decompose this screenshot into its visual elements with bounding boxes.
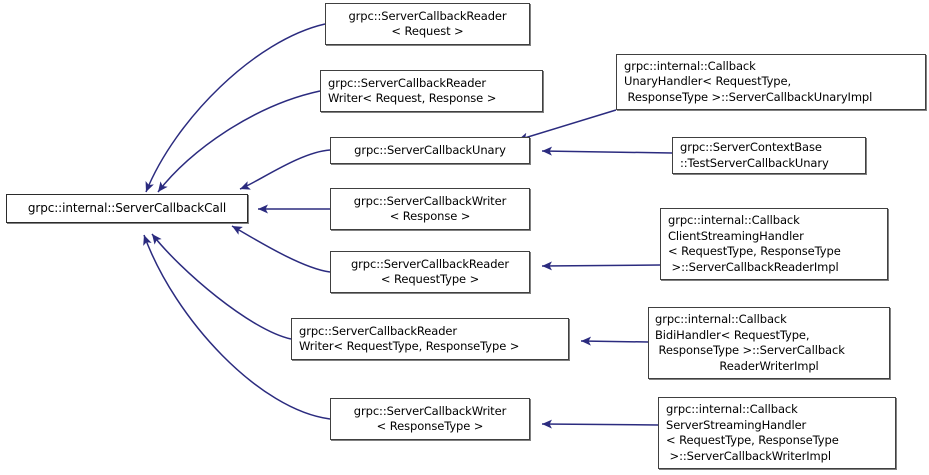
edge-server-streaming-impl-to-writer-responsetype bbox=[541, 419, 659, 429]
edge-unary-to-base bbox=[239, 149, 331, 190]
node-callback-bidi-handler-readerwriter-impl[interactable]: grpc::internal::Callback BidiHandler< Re… bbox=[648, 307, 890, 379]
edge-reader-requesttype-to-base bbox=[231, 225, 331, 273]
edge-readerwriter-request-response-to-base bbox=[157, 90, 321, 193]
node-callback-unary-handler-impl[interactable]: grpc::internal::Callback UnaryHandler< R… bbox=[616, 54, 926, 110]
node-line: Writer< RequestType, ResponseType > bbox=[299, 339, 520, 353]
node-line: ReaderWriterImpl bbox=[719, 358, 819, 373]
node-server-callback-writer-response[interactable]: grpc::ServerCallbackWriter < Response > bbox=[330, 188, 530, 230]
node-server-callback-readerwriter-requesttype-responsetype[interactable]: grpc::ServerCallbackReader Writer< Reque… bbox=[291, 318, 569, 360]
node-server-callback-unary[interactable]: grpc::ServerCallbackUnary bbox=[330, 137, 530, 164]
node-line: >::ServerCallbackWriterImpl bbox=[666, 448, 831, 463]
node-line: ServerStreamingHandler bbox=[666, 417, 807, 432]
node-line: grpc::ServerContextBase bbox=[680, 140, 822, 154]
node-server-callback-reader-request[interactable]: grpc::ServerCallbackReader < Request > bbox=[325, 3, 530, 45]
node-line: < RequestType, ResponseType bbox=[666, 433, 839, 447]
edge-client-streaming-impl-to-reader-requesttype bbox=[541, 261, 661, 271]
node-base-server-callback-call[interactable]: grpc::internal::ServerCallbackCall bbox=[6, 194, 248, 223]
node-line: grpc::ServerCallbackUnary bbox=[354, 142, 506, 157]
node-line: < RequestType > bbox=[380, 272, 480, 286]
node-server-callback-reader-requesttype[interactable]: grpc::ServerCallbackReader < RequestType… bbox=[330, 251, 530, 293]
edge-bidi-impl-to-readerwriter bbox=[580, 336, 649, 346]
node-line: ResponseType >::ServerCallbackUnaryImpl bbox=[624, 89, 873, 104]
node-line: ClientStreamingHandler bbox=[668, 228, 804, 243]
node-line: grpc::internal::Callback bbox=[624, 58, 756, 73]
node-line: Writer< Request, Response > bbox=[328, 91, 497, 105]
node-line: ResponseType >::ServerCallback bbox=[655, 343, 845, 357]
edge-reader-request-to-base bbox=[145, 23, 326, 193]
node-line: < Request > bbox=[391, 24, 464, 38]
node-line: ::TestServerCallbackUnary bbox=[680, 155, 829, 170]
node-line: grpc::ServerCallbackReader bbox=[348, 8, 507, 23]
node-line: < RequestType, ResponseType bbox=[668, 244, 841, 258]
edge-readerwriter-requesttype-responsetype-to-base bbox=[151, 233, 292, 340]
node-line: grpc::ServerCallbackReader bbox=[299, 323, 458, 338]
node-line: grpc::internal::ServerCallbackCall bbox=[27, 200, 227, 215]
node-server-callback-readerwriter-request-response[interactable]: grpc::ServerCallbackReader Writer< Reque… bbox=[320, 70, 543, 112]
node-line: grpc::internal::Callback bbox=[668, 213, 800, 227]
node-server-context-base-test-server-callback-unary[interactable]: grpc::ServerContextBase ::TestServerCall… bbox=[672, 137, 866, 174]
node-callback-server-streaming-handler-writer-impl[interactable]: grpc::internal::Callback ServerStreaming… bbox=[658, 397, 896, 469]
node-callback-client-streaming-handler-reader-impl[interactable]: grpc::internal::Callback ClientStreaming… bbox=[660, 208, 888, 280]
node-line: grpc::ServerCallbackWriter bbox=[353, 193, 507, 208]
node-server-callback-writer-responsetype[interactable]: grpc::ServerCallbackWriter < ResponseTyp… bbox=[330, 398, 530, 440]
node-line: grpc::ServerCallbackReader bbox=[328, 75, 487, 90]
node-line: UnaryHandler< RequestType, bbox=[624, 74, 792, 89]
node-line: grpc::ServerCallbackWriter bbox=[353, 403, 507, 418]
node-line: grpc::internal::Callback bbox=[666, 402, 798, 416]
node-line: BidiHandler< RequestType, bbox=[655, 327, 810, 342]
edge-unary-handler-impl-to-unary bbox=[517, 109, 617, 142]
node-line: < Response > bbox=[389, 209, 471, 223]
node-line: grpc::internal::Callback bbox=[655, 312, 787, 326]
node-line: grpc::ServerCallbackReader bbox=[350, 256, 509, 271]
node-line: < ResponseType > bbox=[376, 419, 484, 433]
node-line: >::ServerCallbackReaderImpl bbox=[668, 259, 839, 274]
edge-writer-responsetype-to-base bbox=[143, 234, 331, 420]
edge-test-server-callback-unary-to-unary bbox=[541, 146, 673, 156]
